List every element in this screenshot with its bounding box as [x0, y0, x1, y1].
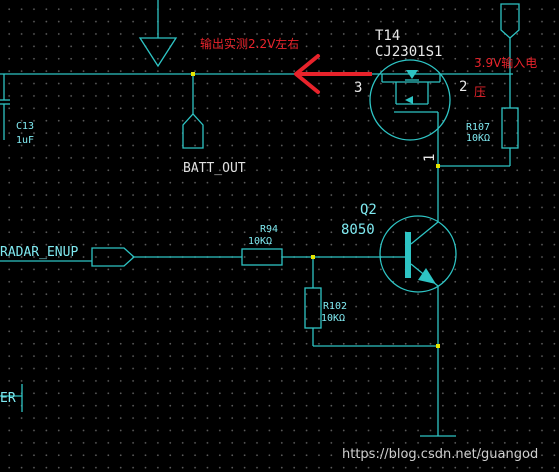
- r102-value: 10KΩ: [321, 313, 345, 324]
- r102-body: [304, 287, 322, 329]
- t14-ref: T14: [375, 28, 400, 44]
- r102-ref: R102: [323, 301, 347, 312]
- c13-ref: C13: [16, 121, 34, 132]
- t14-part: CJ2301S1: [375, 44, 442, 60]
- power-port-arrow: [138, 37, 178, 68]
- q2-collector-line: [410, 221, 439, 245]
- t14-pin1: 1: [422, 154, 438, 162]
- q2-body: [379, 215, 457, 293]
- resistor-r107: R107 10KΩ: [466, 107, 519, 149]
- batt-out-port-shape: [182, 113, 204, 149]
- junction-base: [311, 255, 315, 259]
- r94-body: [241, 248, 283, 266]
- junction-batt: [191, 72, 195, 76]
- r94-value: 10KΩ: [248, 236, 272, 247]
- t14-pin3: 3: [354, 80, 362, 96]
- batt-out-port: BATT_OUT: [182, 113, 246, 176]
- radar-enup-port-shape: [91, 247, 135, 267]
- capacitor-c13: C13 1uF: [0, 99, 34, 146]
- resistor-r102: R102 10KΩ: [304, 287, 347, 329]
- r107-value: 10KΩ: [466, 133, 490, 144]
- mosfet-t14: 3 2 1 T14 CJ2301S1: [354, 28, 467, 162]
- q2-base-bar: [405, 232, 411, 278]
- input-port-shape: [500, 3, 520, 39]
- t14-pin2: 2: [459, 79, 467, 95]
- q2-emitter-arrow: [418, 268, 436, 284]
- junction-gate: [436, 164, 440, 168]
- t14-channel-arrow: [405, 96, 413, 104]
- annotations: 输出实测2.2V左右 3.9V输入电 压: [200, 36, 537, 99]
- er-net-label: ER: [0, 391, 16, 406]
- junctions: [191, 72, 440, 348]
- red-arrow-head: [294, 54, 320, 94]
- t14-body: [369, 59, 451, 141]
- junction-emitter: [436, 344, 440, 348]
- radar-enup-label: RADAR_ENUP: [0, 245, 78, 260]
- q2-ref: Q2: [360, 202, 377, 218]
- input-voltage-note-line2: 压: [474, 85, 486, 99]
- r107-body: [501, 107, 519, 149]
- transistor-q2: Q2 8050: [341, 202, 457, 294]
- radar-enup-port: RADAR_ENUP: [0, 245, 135, 267]
- r94-ref: R94: [260, 224, 278, 235]
- wires: [0, 0, 513, 436]
- output-voltage-note: 输出实测2.2V左右: [200, 36, 299, 51]
- c13-value: 1uF: [16, 135, 34, 146]
- q2-part: 8050: [341, 222, 375, 238]
- t14-diode-arrow: [406, 70, 418, 79]
- csdn-watermark: https://blog.csdn.net/guangod: [342, 447, 538, 462]
- r107-ref: R107: [466, 122, 490, 133]
- input-voltage-note-line1: 3.9V输入电: [474, 55, 537, 70]
- resistor-r94: R94 10KΩ: [241, 224, 283, 266]
- batt-out-label: BATT_OUT: [183, 161, 246, 176]
